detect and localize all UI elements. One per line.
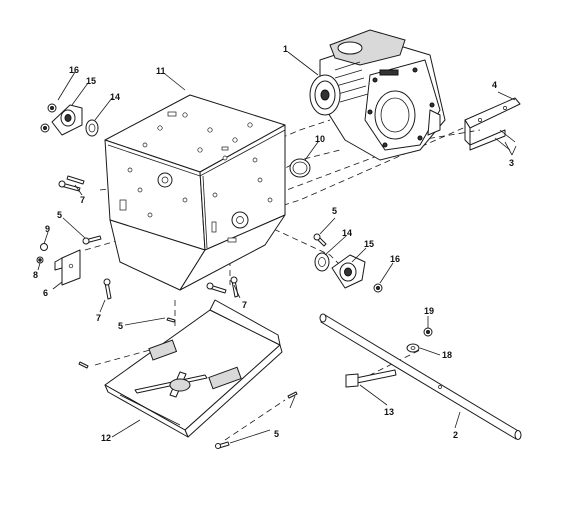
- callout-7-lower-right: 7: [242, 300, 247, 310]
- callout-18: 18: [442, 350, 452, 360]
- callout-7-lower-left: 7: [96, 313, 101, 323]
- callout-9: 9: [45, 224, 50, 234]
- callout-8: 8: [33, 270, 38, 280]
- small-bracket: [36, 243, 81, 286]
- callout-5-left: 5: [57, 210, 62, 220]
- callout-2: 2: [453, 430, 458, 440]
- callout-5-right: 5: [332, 206, 337, 216]
- right-bearing-assembly: [314, 252, 383, 293]
- callout-14-left: 14: [110, 92, 120, 102]
- plate-screws: [78, 317, 298, 449]
- callout-13: 13: [384, 407, 394, 417]
- callout-19: 19: [424, 306, 434, 316]
- callout-1: 1: [283, 44, 288, 54]
- callout-11: 11: [156, 66, 166, 76]
- leader-lines: [37, 51, 517, 444]
- axle-shaft: [319, 313, 522, 440]
- hex-bolt: [345, 369, 397, 388]
- frame-housing: [104, 94, 286, 291]
- callout-labels: 1 2 3 4 5 5 5 5 6 7 7 7 8 9 10 11 12 13 …: [33, 44, 514, 443]
- callout-6: 6: [43, 288, 48, 298]
- callout-3: 3: [509, 158, 514, 168]
- callout-16-right: 16: [390, 254, 400, 264]
- hole-plug: [289, 158, 311, 178]
- engine: [309, 29, 446, 161]
- left-bearing-assembly: [40, 103, 99, 137]
- frame-bolts: [58, 175, 327, 300]
- callout-12: 12: [101, 433, 111, 443]
- callout-5-plate-top: 5: [118, 321, 123, 331]
- callout-4: 4: [492, 80, 497, 90]
- skid-plate: [104, 299, 283, 438]
- washer-and-nut: [406, 327, 433, 353]
- callout-14-right: 14: [342, 228, 352, 238]
- callout-7-upper: 7: [80, 195, 85, 205]
- bracket: [464, 97, 521, 151]
- callout-15-left: 15: [86, 76, 96, 86]
- callout-15-right: 15: [364, 239, 374, 249]
- bracket-bolts: [494, 129, 516, 151]
- callout-5-plate-bottom: 5: [274, 429, 279, 439]
- callout-16-left: 16: [69, 65, 79, 75]
- callout-10: 10: [315, 134, 325, 144]
